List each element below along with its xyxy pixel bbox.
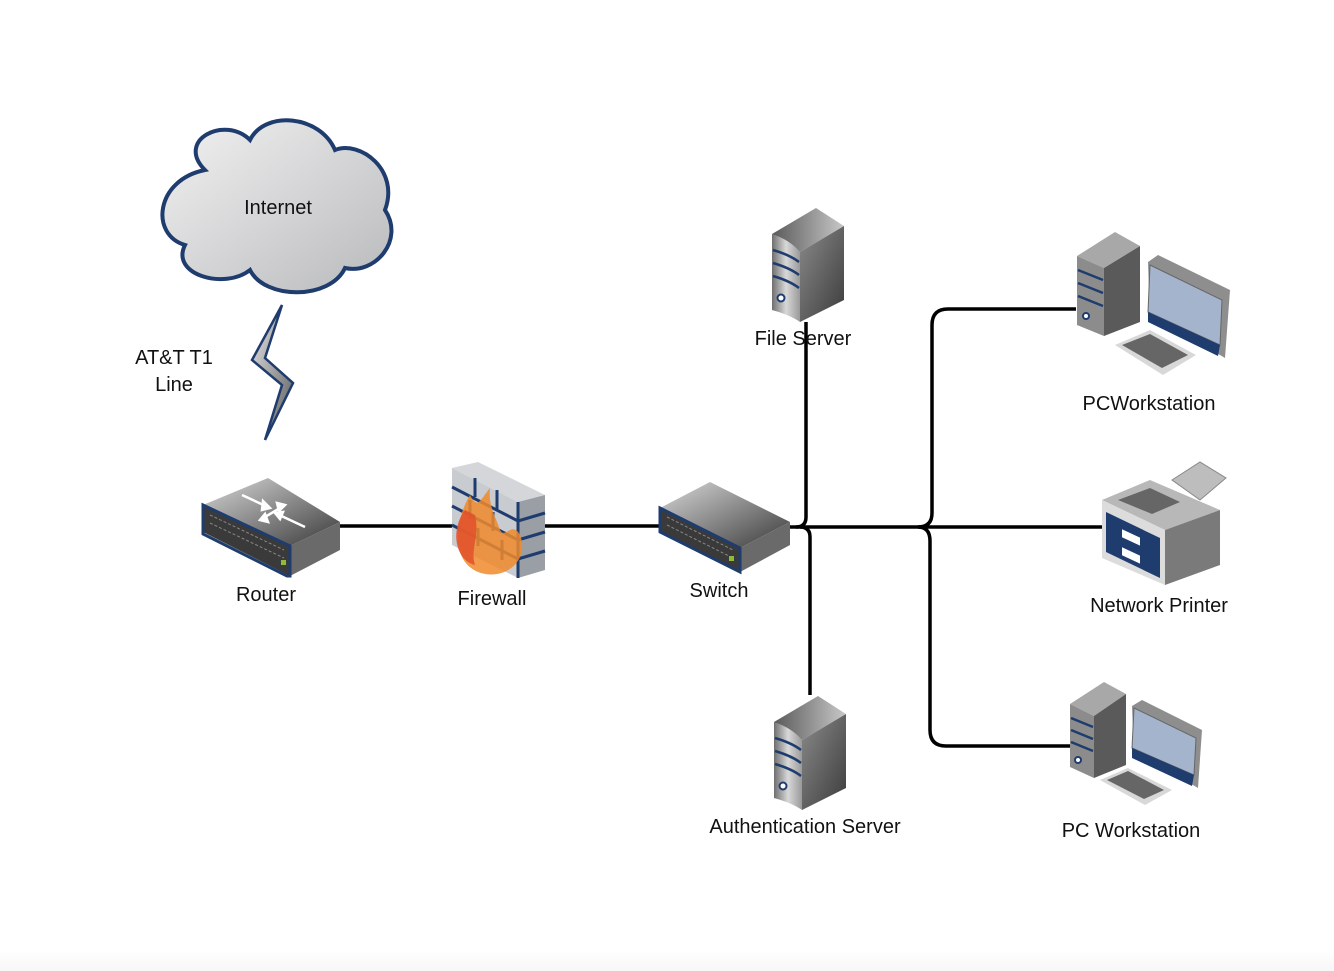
pc-workstation-1-icon[interactable]: [1077, 232, 1230, 375]
internet-cloud-icon[interactable]: [160, 118, 394, 295]
switch-label: Switch: [689, 580, 749, 602]
firewall-label: Firewall: [457, 588, 527, 610]
auth-server-icon[interactable]: [774, 696, 846, 810]
pc-workstation-1-label: PCWorkstation: [1082, 393, 1216, 415]
router-icon[interactable]: [201, 478, 340, 578]
router-label: Router: [235, 584, 297, 606]
internet-label: Internet: [244, 197, 312, 219]
link-switch-pc1: [917, 307, 1076, 529]
lightning-icon: [250, 304, 295, 441]
file-server-icon[interactable]: [772, 208, 844, 322]
pc-workstation-2-icon[interactable]: [1070, 682, 1202, 805]
t1-line-label: AT&T T1 Line: [135, 346, 213, 397]
links: [338, 307, 1102, 748]
t1-line-label-line1: AT&T T1: [135, 347, 213, 369]
file-server-label: File Server: [754, 328, 852, 350]
firewall-icon[interactable]: [451, 462, 546, 578]
link-switch-file-server: [795, 322, 808, 529]
auth-server-label: Authentication Server: [709, 816, 901, 838]
link-switch-auth-server: [799, 525, 812, 695]
network-printer-icon[interactable]: [1102, 461, 1227, 585]
network-printer-label: Network Printer: [1090, 595, 1228, 617]
link-switch-pc2: [917, 525, 1072, 748]
pc-workstation-2-label: PC Workstation: [1061, 820, 1201, 842]
t1-line-label-line2: Line: [155, 374, 193, 396]
switch-icon[interactable]: [658, 482, 790, 575]
